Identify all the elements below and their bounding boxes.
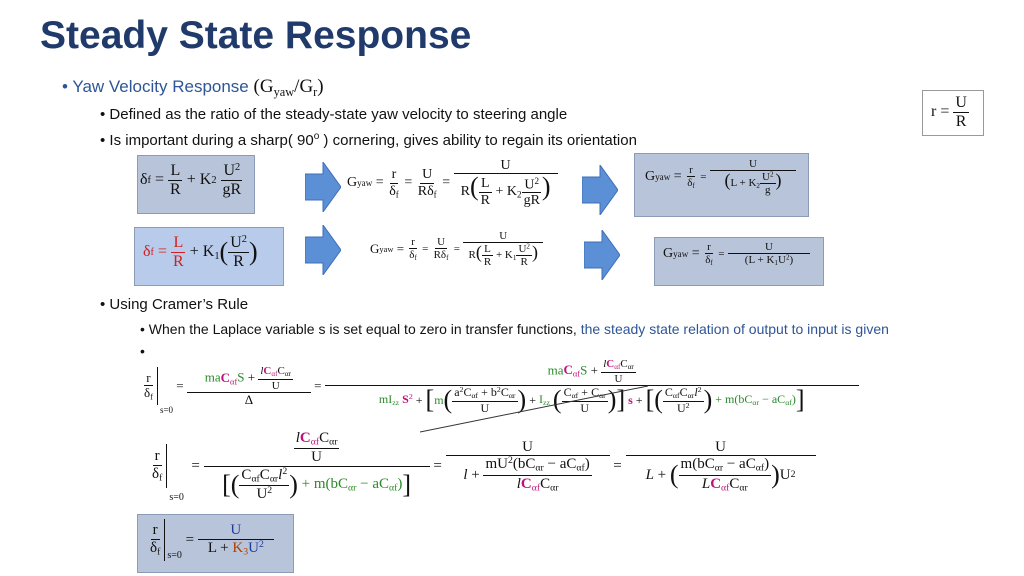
bullet-defined: • Defined as the ratio of the steady-sta… bbox=[100, 106, 568, 123]
bullet-important: • Is important during a sharp( 90o ) cor… bbox=[100, 131, 637, 149]
arrow-right-icon bbox=[582, 165, 618, 215]
bullet-empty: • bbox=[140, 343, 145, 359]
bullet-yaw-velocity: • Yaw Velocity Response (Gyaw/Gr) bbox=[62, 76, 324, 99]
bullet-laplace: • When the Laplace variable s is set equ… bbox=[140, 321, 889, 337]
arrow-right-icon bbox=[584, 230, 620, 280]
strikethrough-line bbox=[420, 385, 649, 433]
page-title: Steady State Response bbox=[40, 14, 472, 57]
bullet-cramer: • Using Cramer’s Rule bbox=[100, 296, 249, 313]
arrow-right-icon bbox=[305, 162, 341, 212]
arrow-right-icon bbox=[305, 225, 341, 275]
